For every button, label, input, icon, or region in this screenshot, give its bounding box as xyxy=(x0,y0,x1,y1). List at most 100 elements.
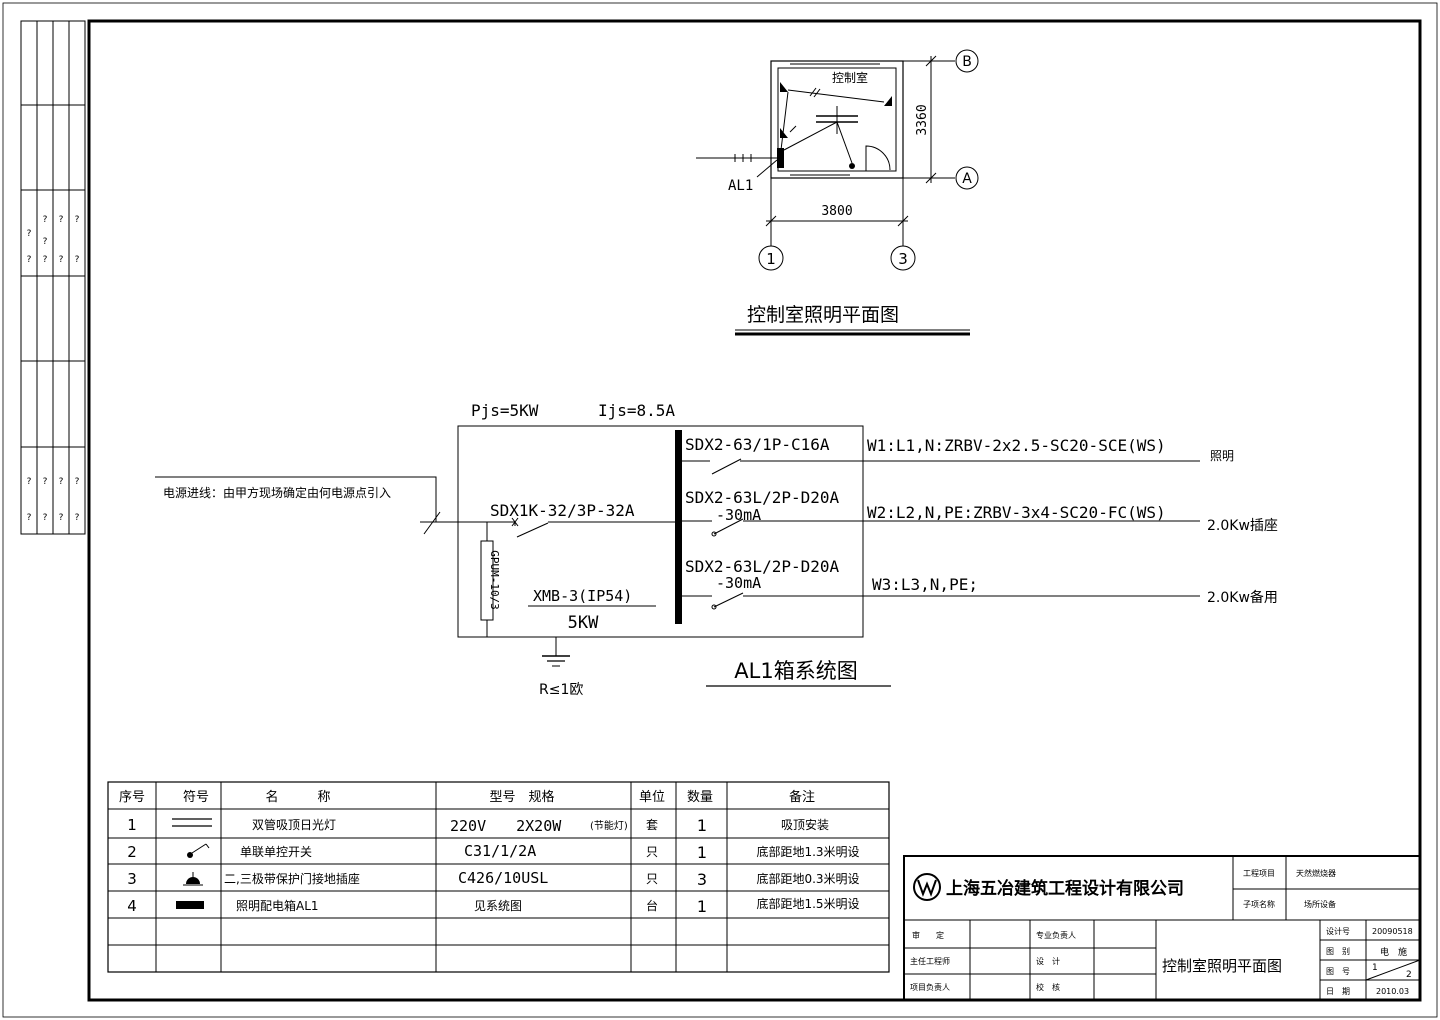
margin-mark: ? xyxy=(43,237,48,247)
al1-system-diagram: Pjs=5KW Ijs=8.5A 电源进线：由甲方现场确定由何电源点引入 SDX… xyxy=(155,401,1278,698)
axis-label-a: A xyxy=(962,171,972,187)
margin-mark: ? xyxy=(27,229,32,239)
category-label: 图 别 xyxy=(1326,947,1350,956)
design-no-label: 设计号 xyxy=(1326,926,1350,936)
margin-mark: ? xyxy=(43,215,48,225)
incoming-feeder xyxy=(696,154,778,178)
legend-header-name: 名 称 xyxy=(265,789,330,805)
cable-label-3: W3:L3,N,PE; xyxy=(872,575,978,594)
ground-resistance: R≤1欧 xyxy=(539,682,583,698)
legend-row-remark: 底部距地0.3米明设 xyxy=(756,871,859,886)
company-name: 上海五冶建筑工程设计有限公司 xyxy=(946,878,1184,899)
design-label: 设 计 xyxy=(1036,956,1060,966)
margin-mark: ? xyxy=(59,255,64,265)
date-value: 2010.03 xyxy=(1376,987,1409,996)
axis-label-3: 3 xyxy=(898,250,908,268)
socket-icon xyxy=(780,128,788,138)
tube-light-icon xyxy=(172,818,212,827)
window-top xyxy=(790,60,880,69)
legend-row-unit: 只 xyxy=(646,845,658,859)
equipment-legend-table: 序号 符号 名 称 型号 规格 单位 数量 备注 1 双管吸顶日光灯 220V … xyxy=(107,781,890,973)
drawing-title: 控制室照明平面图 xyxy=(1162,957,1282,975)
breaker-label-2: SDX2-63L/2P-D20A xyxy=(685,488,839,507)
lighting-floor-plan: 控制室 xyxy=(696,49,979,336)
box-power: 5KW xyxy=(568,613,599,633)
incoming-note: 电源进线：由甲方现场确定由何电源点引入 xyxy=(163,485,391,500)
legend-row-remark: 吸顶安装 xyxy=(781,817,829,832)
legend-row-remark: 底部距地1.5米明设 xyxy=(756,896,859,911)
category-value: 电 施 xyxy=(1380,946,1407,958)
breaker-icon-2 xyxy=(713,518,744,535)
socket-icon xyxy=(183,872,203,886)
spd-label: GPUM-10/3 xyxy=(488,550,501,610)
cable-label-1: W1:L1,N:ZRBV-2x2.5-SC20-SCE(WS) xyxy=(867,436,1166,455)
drawing-no-b: 2 xyxy=(1406,970,1412,980)
switch-icon xyxy=(849,163,855,169)
note-leader xyxy=(155,476,437,522)
legend-row-unit: 只 xyxy=(646,872,658,886)
drawing-no-label: 图 号 xyxy=(1326,967,1350,976)
breaker-icon-1 xyxy=(711,458,742,475)
legend-row-spec: 220V 2X20W xyxy=(450,817,562,835)
company-logo-icon xyxy=(913,873,941,901)
dimension-height: 3360 xyxy=(915,104,930,135)
legend-row-no: 1 xyxy=(127,816,137,834)
legend-header-no: 序号 xyxy=(119,790,145,805)
axis-bubble-1 xyxy=(758,245,784,271)
main-breaker-label: SDX1K-32/3P-32A xyxy=(490,501,635,520)
axis-bubble-b xyxy=(955,49,979,73)
door-icon xyxy=(865,145,891,171)
margin-mark: ? xyxy=(27,477,32,487)
legend-row-no: 2 xyxy=(127,843,137,861)
load-label-3: 2.0Kw备用 xyxy=(1207,589,1278,606)
socket-icon xyxy=(780,82,788,92)
legend-row-qty: 1 xyxy=(697,843,707,862)
legend-row-unit: 台 xyxy=(646,898,658,913)
panel-al1-icon xyxy=(777,148,784,168)
check-label: 校 核 xyxy=(1036,982,1060,992)
breaker-icon-3 xyxy=(713,592,744,608)
rcd-label-3: -30mA xyxy=(716,574,761,592)
busbar xyxy=(675,430,682,624)
cable-label-2: W2:L2,N,PE:ZRBV-3x4-SC20-FC(WS) xyxy=(867,503,1166,522)
legend-row-spec-note: (节能灯) xyxy=(590,819,628,832)
margin-mark: ? xyxy=(59,215,64,225)
margin-mark: ? xyxy=(75,477,80,487)
socket-icon xyxy=(884,96,892,106)
margin-mark: ? xyxy=(59,513,64,523)
margin-mark: ? xyxy=(43,477,48,487)
panel-tag-label: AL1 xyxy=(728,178,753,194)
main-breaker-icon xyxy=(516,522,549,538)
specialty-lead-label: 专业负责人 xyxy=(1036,930,1076,940)
margin-mark: ? xyxy=(75,513,80,523)
load-label-2: 2.0Kw插座 xyxy=(1207,518,1278,534)
legend-row-remark: 底部距地1.3米明设 xyxy=(756,844,859,859)
legend-row-qty: 3 xyxy=(697,870,707,889)
legend-header-symbol: 符号 xyxy=(183,789,209,805)
legend-row-no: 4 xyxy=(127,897,137,915)
load-label-1: 照明 xyxy=(1210,449,1234,463)
wiring-lines xyxy=(780,87,885,164)
legend-row-no: 3 xyxy=(127,870,137,888)
margin-mark: ? xyxy=(27,255,32,265)
axis-label-b: B xyxy=(962,54,972,70)
legend-row-qty: 1 xyxy=(697,816,707,835)
legend-row-spec: C31/1/2A xyxy=(464,842,536,860)
legend-header-unit: 单位 xyxy=(639,790,665,805)
review-label: 审 定 xyxy=(912,930,944,940)
drawing-frame xyxy=(87,19,1422,1002)
date-label: 日 期 xyxy=(1326,987,1350,996)
project-manager-label: 项目负责人 xyxy=(910,982,950,992)
system-diagram-title: AL1箱系统图 xyxy=(734,659,857,683)
breaker-label-1: SDX2-63/1P-C16A xyxy=(685,435,830,454)
floor-plan-title: 控制室照明平面图 xyxy=(747,304,899,326)
legend-header-spec: 型号 规格 xyxy=(489,789,554,805)
margin-mark: ? xyxy=(27,513,32,523)
margin-mark: ? xyxy=(59,477,64,487)
subitem-label: 子项名称 xyxy=(1243,899,1275,909)
legend-row-name: 二,三极带保护门接地插座 xyxy=(224,871,360,886)
project-label: 工程项目 xyxy=(1243,869,1275,878)
calc-current: Ijs=8.5A xyxy=(598,401,675,420)
